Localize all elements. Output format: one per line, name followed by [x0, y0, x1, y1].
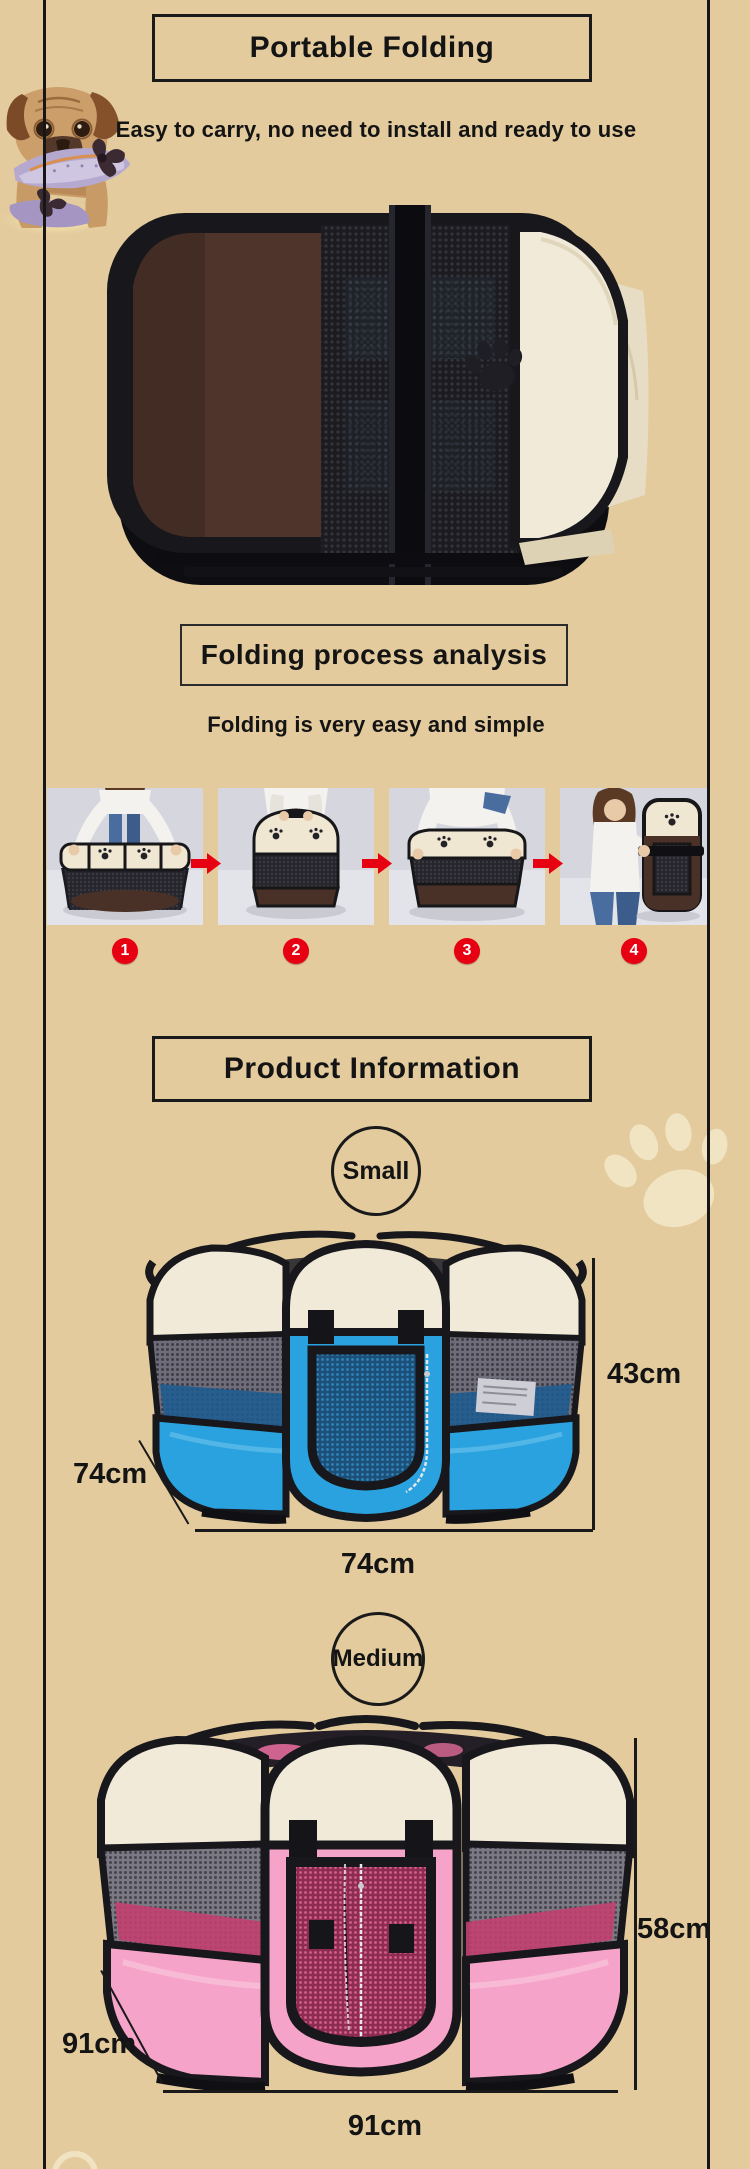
product-info-title: Product Information	[223, 1052, 521, 1085]
medium-side-label: 91cm	[62, 2028, 137, 2060]
small-height-label: 43cm	[607, 1358, 682, 1390]
step-photo-2	[218, 788, 374, 925]
medium-height-label: 58cm	[637, 1913, 712, 1945]
size-medium-badge: Medium	[331, 1612, 425, 1706]
product-info-title-box: Product Information	[152, 1036, 592, 1102]
paw-print-icon	[464, 338, 523, 391]
small-height-line	[592, 1258, 595, 1530]
right-border-line	[707, 0, 710, 2169]
medium-width-line	[163, 2090, 618, 2093]
portable-folding-title-box: Portable Folding	[152, 14, 592, 82]
folding-tagline: Folding is very easy and simple	[207, 712, 545, 737]
size-medium-label: Medium	[332, 1645, 424, 1672]
red-arrow-icon	[191, 853, 221, 874]
step-number-2: 2	[283, 938, 309, 964]
step-photo-3	[389, 788, 545, 925]
size-small-badge: Small	[331, 1126, 421, 1216]
corner-paw-glyph	[52, 2151, 98, 2169]
step-number-4: 4	[621, 938, 647, 964]
medium-width-label: 91cm	[347, 2110, 423, 2142]
folding-title-box: Folding process analysis	[180, 624, 568, 686]
red-arrow-icon	[533, 853, 563, 874]
step-photo-1	[47, 788, 203, 925]
paw-watermark-icon	[579, 1083, 750, 1270]
left-border-line	[43, 0, 46, 2169]
red-arrow-icon	[362, 853, 392, 874]
step-number-1: 1	[112, 938, 138, 964]
pug-dog-icon	[0, 87, 131, 237]
page-title: Portable Folding	[249, 31, 495, 64]
folded-playpen-graphic	[107, 205, 649, 585]
small-side-label: 74cm	[73, 1458, 148, 1490]
folded-playpen-image	[95, 195, 665, 600]
puppy-image	[0, 66, 182, 238]
size-small-label: Small	[342, 1156, 410, 1185]
medium-height-line	[634, 1738, 637, 2090]
step-photo-4	[560, 788, 708, 925]
header-tagline: Easy to carry, no need to install and re…	[115, 117, 637, 142]
small-playpen-image	[140, 1222, 592, 1534]
small-width-line	[195, 1529, 593, 1532]
folding-title: Folding process analysis	[200, 639, 548, 670]
step-number-3: 3	[454, 938, 480, 964]
small-width-label: 74cm	[340, 1548, 416, 1580]
medium-playpen-image	[93, 1710, 638, 2102]
